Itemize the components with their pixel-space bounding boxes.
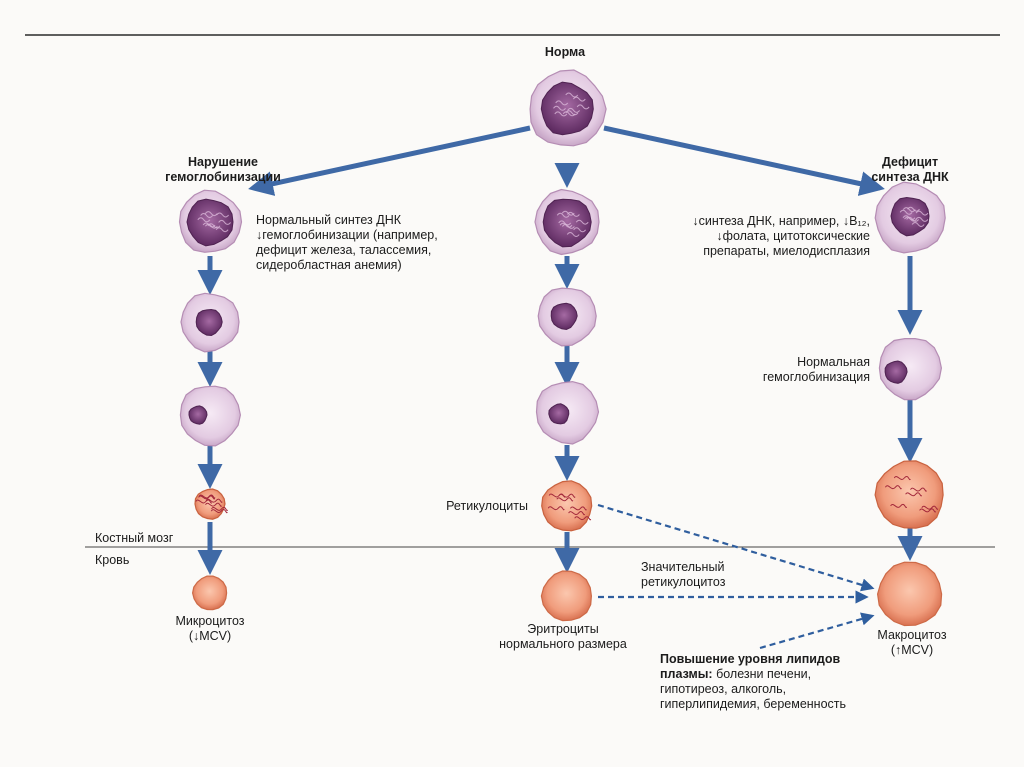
cell-left-polychromatic	[179, 385, 242, 447]
bone-marrow-label: Костный мозг	[95, 531, 174, 545]
cell-normal-pronormoblast	[529, 69, 607, 147]
solid-arrows	[197, 125, 923, 575]
microcytosis-label: Микроцитоз (↓MCV)	[175, 614, 245, 643]
dashed-reticulocytes-to-macrocyte	[597, 503, 875, 592]
left-branch-description: Нормальный синтез ДНК ↓гемоглобинизации …	[256, 213, 438, 272]
diagram-title: Норма	[544, 45, 586, 59]
normal-hemoglobinization-label: Нормальная гемоглобинизация	[762, 355, 870, 384]
cell-mid-reticulocyte	[541, 480, 593, 532]
arrow-top-to-right	[603, 125, 885, 196]
cell-mid-pronormoblast	[534, 188, 600, 256]
cell-microcyte	[191, 575, 228, 611]
macrocytosis-label: Макроцитоз (↑MCV)	[877, 628, 947, 657]
right-branch-heading: Дефицит синтеза ДНК	[871, 155, 949, 184]
reticulocytes-label: Ретикулоциты	[446, 499, 528, 513]
lipids-title: Повышение уровня липидов плазмы:	[660, 652, 841, 681]
arrow-top-to-left	[248, 125, 531, 196]
blood-label: Кровь	[95, 553, 130, 567]
lipids-causes: болезни печени, гипотиреоз, алкоголь, ги…	[660, 667, 847, 711]
significant-reticulocytosis-label: Значительный ретикулоцитоз	[641, 560, 726, 589]
cell-normocyte	[540, 570, 593, 622]
cell-left-reticulocyte	[194, 488, 228, 520]
cell-mid-polychromatic	[535, 380, 600, 445]
left-branch-heading: Нарушение гемоглобинизации	[165, 155, 281, 184]
normal-size-erythrocytes-label: Эритроциты нормального размера	[499, 622, 627, 651]
lipids-box: Повышение уровня липидов плазмы: болезни…	[660, 652, 900, 712]
cell-right-reticulocyte	[874, 460, 944, 529]
cell-left-basophilic	[180, 292, 240, 353]
cell-right-basophilic	[878, 338, 943, 401]
right-branch-description: ↓синтеза ДНК, например, ↓B₁₂, ↓фолата, ц…	[692, 214, 870, 258]
cell-left-pronormoblast	[178, 189, 243, 253]
cell-macrocyte	[876, 561, 943, 627]
dashed-arrows	[597, 503, 875, 650]
cell-right-pronormoblast	[874, 181, 946, 254]
cell-mid-basophilic	[537, 287, 597, 347]
